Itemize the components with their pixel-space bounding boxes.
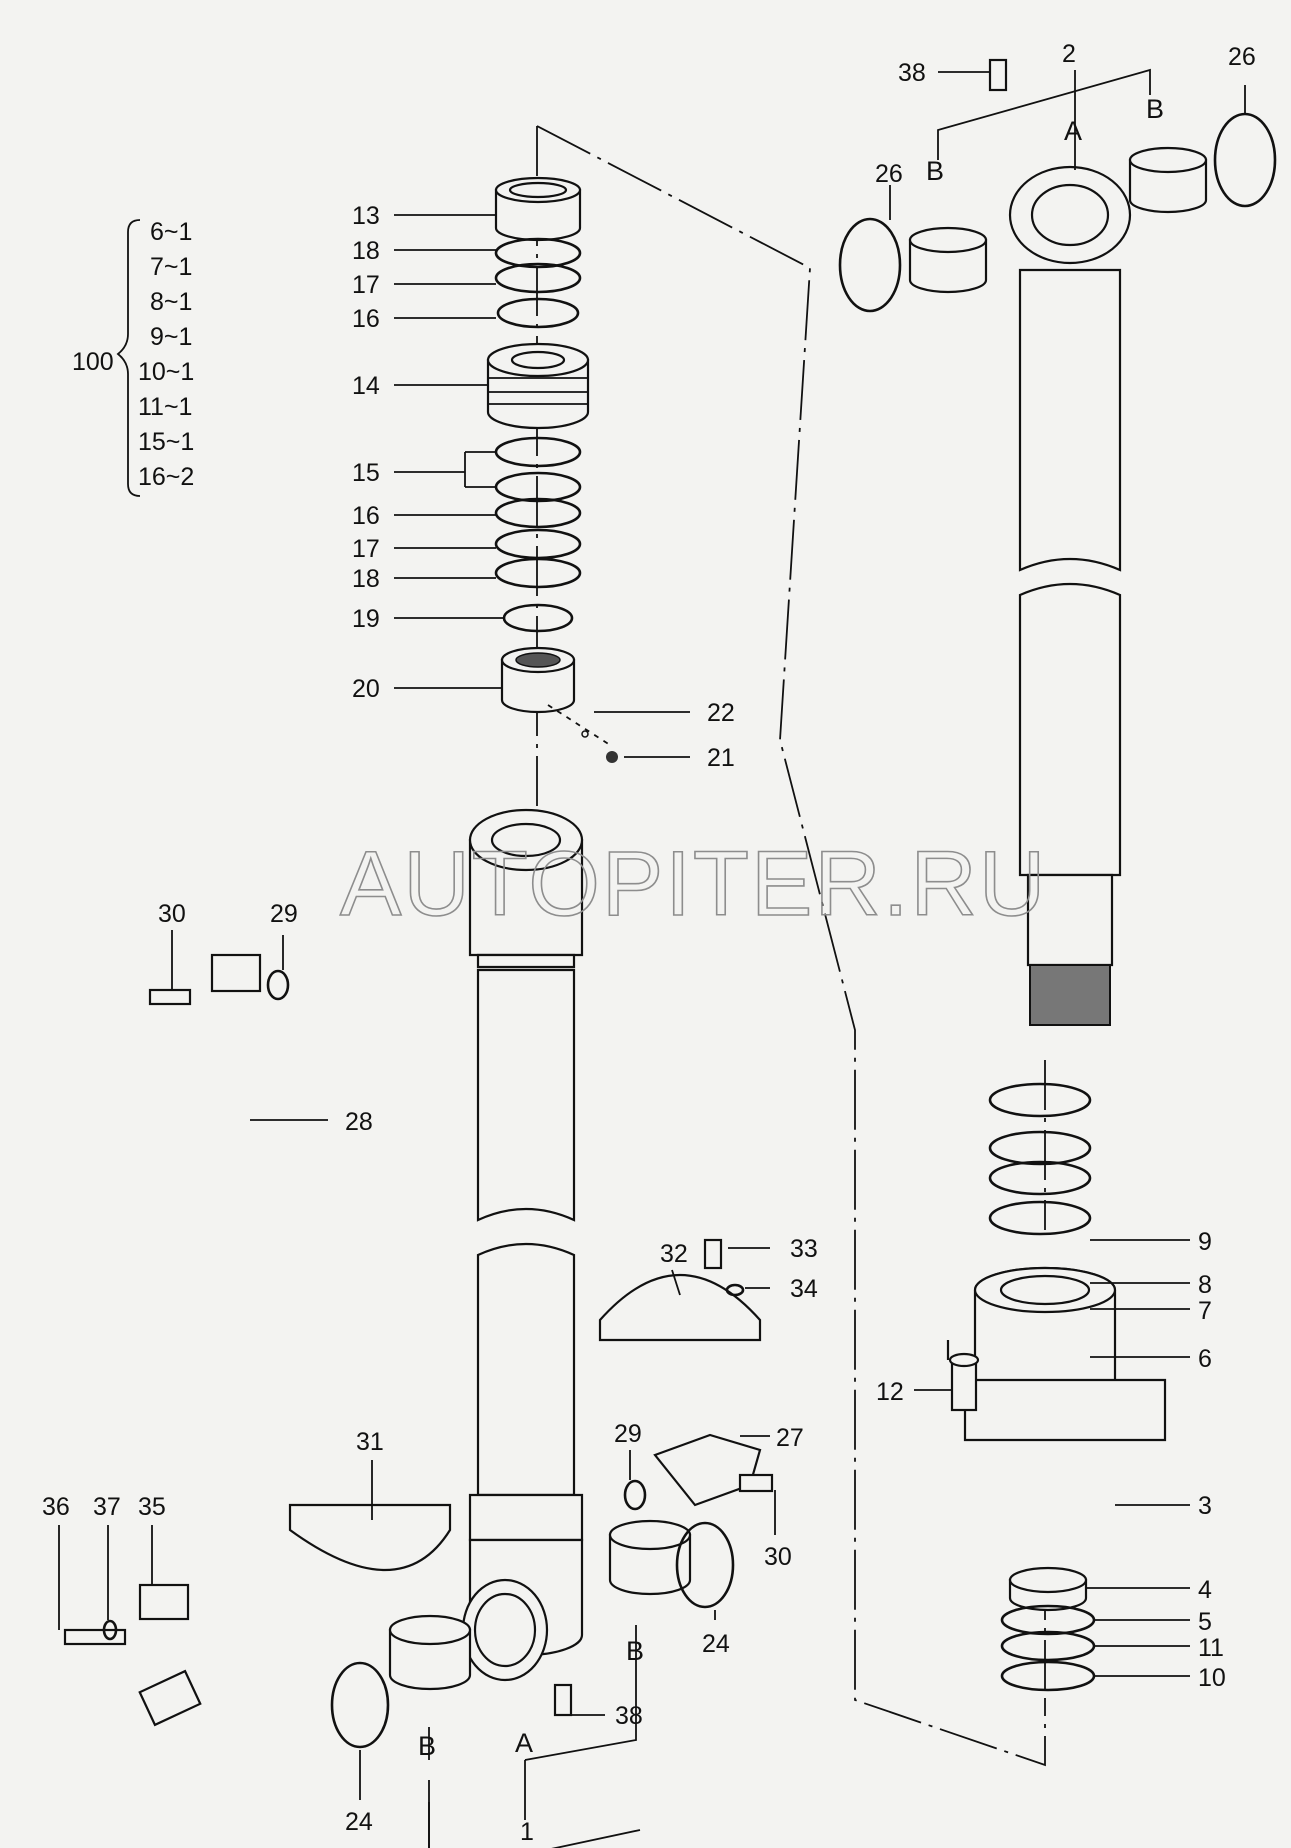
callout-35: 35 [138, 1493, 166, 1521]
callout-17: 17 [352, 535, 380, 563]
callout-32: 32 [660, 1240, 688, 1268]
leader-lines [58, 68, 1246, 1848]
watermark: AUTOPITER.RU [340, 833, 1047, 935]
callout-3: 3 [1198, 1492, 1212, 1520]
hydraulic-pipe [138, 953, 290, 1727]
callout-11: 11 [1198, 1634, 1224, 1662]
letter-b: B [1146, 94, 1164, 124]
callout-38: 38 [898, 59, 926, 87]
callout-22: 22 [707, 699, 735, 727]
kit-item: 9~1 [150, 323, 192, 351]
callout-17: 17 [352, 271, 380, 299]
piston-rod [838, 58, 1277, 1026]
callout-4: 4 [1198, 1576, 1212, 1604]
callout-24: 24 [702, 1630, 730, 1658]
kit-item: 11~1 [138, 393, 192, 421]
repair-kit-brace [116, 219, 141, 497]
callout-18: 18 [352, 565, 380, 593]
rod-head-and-seals [946, 1082, 1167, 1692]
kit-item: 15~1 [138, 428, 194, 456]
kit-item: 8~1 [150, 288, 192, 316]
callout-16: 16 [352, 305, 380, 333]
callout-31: 31 [356, 1428, 384, 1456]
cylinder-tube [461, 808, 584, 1682]
callout-2: 2 [1062, 40, 1076, 68]
clamps-and-brackets [63, 1238, 774, 1749]
kit-item: 16~2 [138, 463, 194, 491]
callout-29: 29 [270, 900, 298, 928]
callout-8: 8 [1198, 1271, 1212, 1299]
callout-10: 10 [1198, 1664, 1226, 1692]
callout-21: 21 [707, 744, 735, 772]
assembly-axis-lines [536, 125, 1046, 1767]
kit-item: 10~1 [138, 358, 194, 386]
piston-seal-stack [486, 176, 618, 763]
callout-12: 12 [876, 1378, 904, 1406]
callout-24: 24 [345, 1808, 373, 1836]
callout-37: 37 [93, 1493, 121, 1521]
letter-a: A [1064, 116, 1082, 146]
callout-16: 16 [352, 502, 380, 530]
callout-13: 13 [352, 202, 380, 230]
reference-letters: A B B A B B [418, 94, 1164, 1761]
letter-b: B [418, 1731, 436, 1761]
callout-1: 1 [520, 1818, 534, 1846]
callout-19: 19 [352, 605, 380, 633]
callout-28: 28 [345, 1108, 373, 1136]
callout-26: 26 [1228, 43, 1256, 71]
callout-34: 34 [790, 1275, 818, 1303]
letter-b: B [626, 1636, 644, 1666]
callout-36: 36 [42, 1493, 70, 1521]
callout-33: 33 [790, 1235, 818, 1263]
callout-30: 30 [158, 900, 186, 928]
callout-9: 9 [1198, 1228, 1212, 1256]
kit-label: 100 [72, 348, 114, 376]
callout-27: 27 [776, 1424, 804, 1452]
callout-14: 14 [352, 372, 380, 400]
callout-18: 18 [352, 237, 380, 265]
kit-item: 7~1 [150, 253, 192, 281]
callout-26: 26 [875, 160, 903, 188]
callout-38: 38 [615, 1702, 643, 1730]
letter-b: B [926, 156, 944, 186]
part-callouts: 13 18 17 16 14 15 16 17 18 19 20 22 21 3… [42, 40, 1256, 1846]
repair-kit-list: 100 6~1 7~1 8~1 9~1 10~1 11~1 15~1 16~2 [72, 218, 194, 491]
callout-5: 5 [1198, 1608, 1212, 1636]
kit-item: 6~1 [150, 218, 192, 246]
callout-6: 6 [1198, 1345, 1212, 1373]
callout-29: 29 [614, 1420, 642, 1448]
letter-a: A [515, 1728, 533, 1758]
callout-30: 30 [764, 1543, 792, 1571]
callout-7: 7 [1198, 1297, 1212, 1325]
callout-20: 20 [352, 675, 380, 703]
callout-15: 15 [352, 459, 380, 487]
